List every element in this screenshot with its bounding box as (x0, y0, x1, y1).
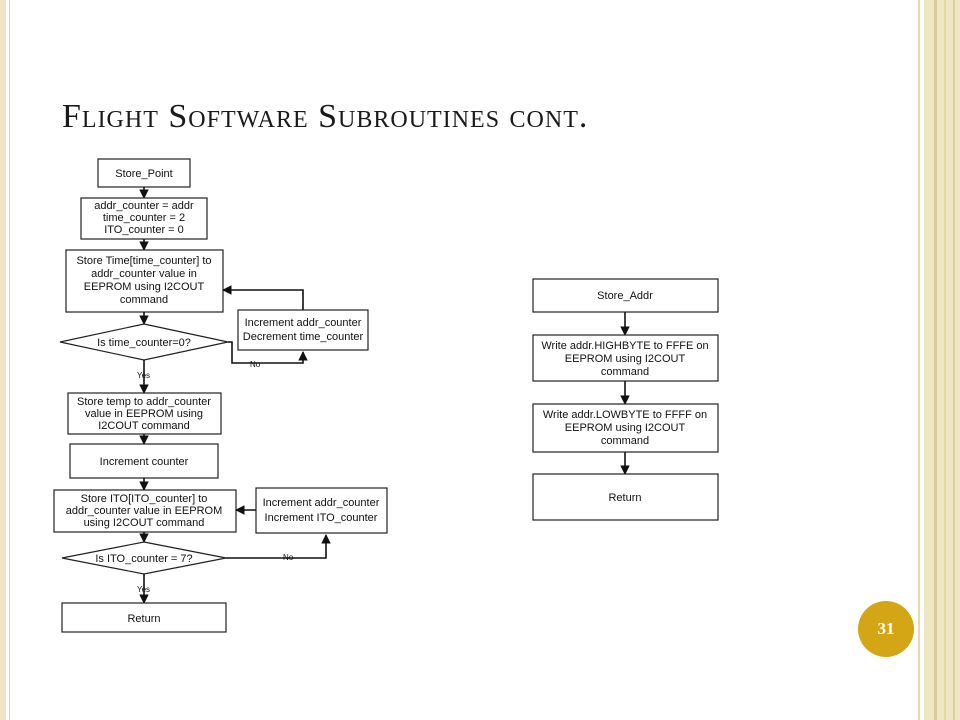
edge-decision2-no (226, 534, 331, 559)
node-loop-time-line: Decrement time_counter (243, 331, 364, 343)
node-write-lowbyte: Write addr.LOWBYTE to FFFF on EEPROM usi… (532, 403, 719, 453)
edge-label-yes: Yes (137, 585, 150, 594)
edge-decision1-no (228, 341, 308, 364)
node-return-right-label: Return (608, 492, 641, 504)
node-decision-ito-counter-label: Is ITO_counter = 7? (95, 553, 192, 565)
node-return-left: Return (61, 602, 227, 633)
node-store-ito-line: Store ITO[ITO_counter] to (81, 493, 208, 505)
node-init-counters: addr_counter = addr time_counter = 2 ITO… (80, 197, 208, 240)
node-loop-ito-line: Increment addr_counter (263, 497, 380, 509)
node-return-left-label: Return (127, 613, 160, 625)
node-write-highbyte-line: Write addr.HIGHBYTE to FFFE on (541, 340, 708, 352)
edge-loop1-back (222, 285, 304, 310)
right-frame-thin-line (918, 0, 920, 720)
node-decision-time-counter: Is time_counter=0? (59, 323, 229, 361)
node-write-lowbyte-line: command (601, 435, 649, 447)
node-store-point-label: Store_Point (115, 168, 172, 180)
node-store-time-line: addr_counter value in (91, 268, 197, 280)
node-init-line: time_counter = 2 (103, 212, 185, 224)
right-frame-stripe (944, 0, 946, 720)
node-store-time-line: EEPROM using I2COUT (84, 281, 205, 293)
slide-title: Flight Software Subroutines cont. (62, 98, 589, 135)
node-write-highbyte-line: EEPROM using I2COUT (565, 353, 686, 365)
node-increment-counter: Increment counter (69, 443, 219, 479)
node-store-ito-line: addr_counter value in EEPROM (66, 505, 223, 517)
node-write-lowbyte-line: EEPROM using I2COUT (565, 422, 686, 434)
node-write-lowbyte-line: Write addr.LOWBYTE to FFFF on (543, 409, 707, 421)
node-store-temp-line: value in EEPROM using (85, 408, 203, 420)
node-return-right: Return (532, 473, 719, 521)
node-write-highbyte-line: command (601, 366, 649, 378)
left-flowchart: Store_Point addr_counter = addr time_cou… (53, 158, 388, 633)
node-write-highbyte: Write addr.HIGHBYTE to FFFE on EEPROM us… (532, 334, 719, 382)
node-store-addr-label: Store_Addr (597, 290, 653, 302)
left-frame-border (0, 0, 6, 720)
node-loop-ito-line: Increment ITO_counter (265, 512, 378, 524)
node-store-point: Store_Point (97, 158, 191, 188)
right-frame-stripe (953, 0, 955, 720)
node-loop-ito: Increment addr_counter Increment ITO_cou… (255, 487, 388, 534)
node-store-ito-line: using I2COUT command (84, 517, 205, 529)
node-init-line: addr_counter = addr (94, 200, 194, 212)
edge-label-yes: Yes (137, 371, 150, 380)
node-store-time-line: Store Time[time_counter] to (76, 255, 211, 267)
node-store-ito: Store ITO[ITO_counter] to addr_counter v… (53, 489, 237, 533)
node-increment-counter-label: Increment counter (100, 456, 189, 468)
edge-label-no: No (250, 360, 261, 369)
node-init-line: ITO_counter = 0 (104, 224, 184, 236)
node-store-temp-line: Store temp to addr_counter (77, 396, 211, 408)
node-store-temp-line: I2COUT command (98, 420, 190, 432)
node-decision-time-counter-label: Is time_counter=0? (97, 337, 191, 349)
node-store-time: Store Time[time_counter] to addr_counter… (65, 249, 224, 313)
page-number-badge: 31 (858, 601, 914, 657)
node-loop-time: Increment addr_counter Decrement time_co… (237, 309, 369, 351)
edge-label-no: No (283, 553, 294, 562)
left-frame-line (9, 0, 10, 720)
node-store-temp: Store temp to addr_counter value in EEPR… (67, 392, 222, 435)
node-store-addr: Store_Addr (532, 278, 719, 313)
node-decision-ito-counter: Is ITO_counter = 7? (61, 541, 227, 575)
node-loop-time-line: Increment addr_counter (245, 317, 362, 329)
right-flowchart: Store_Addr Write addr.HIGHBYTE to FFFE o… (532, 278, 719, 521)
node-store-time-line: command (120, 294, 168, 306)
right-frame-stripe (934, 0, 937, 720)
